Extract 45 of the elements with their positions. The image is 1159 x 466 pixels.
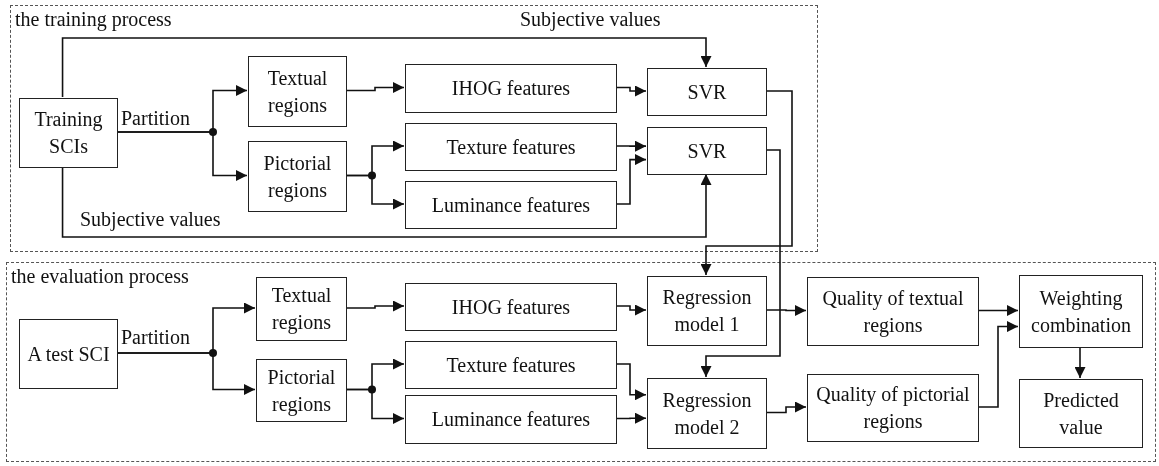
connector-arrow (977, 321, 1019, 408)
connector-arrow (700, 149, 781, 378)
connector-arrow (765, 305, 807, 316)
connector-arrow (700, 90, 793, 276)
connector-arrow (615, 85, 647, 97)
region-title: the evaluation process (11, 265, 189, 288)
process-box: Textual regions (248, 56, 347, 127)
connector-arrow (615, 304, 647, 316)
process-box: Regression model 2 (647, 378, 767, 449)
connector-arrow (615, 363, 647, 401)
region-title: the training process (15, 8, 172, 31)
process-box: IHOG features (405, 64, 617, 113)
connector-arrow (116, 131, 248, 181)
process-box: Pictorial regions (248, 141, 347, 212)
connector-arrow (345, 388, 405, 424)
connector-arrow (615, 154, 647, 205)
process-region (10, 5, 818, 252)
connector-arrow (61, 166, 712, 238)
connector-arrow (61, 37, 712, 98)
process-box: A test SCI (19, 319, 118, 389)
connector-arrow (615, 140, 647, 152)
connector-arrow (345, 82, 405, 93)
process-box: Pictorial regions (256, 359, 347, 422)
process-box: Training SCIs (19, 98, 118, 168)
process-box: Textual regions (256, 277, 347, 341)
process-box: IHOG features (405, 283, 617, 331)
process-box: Weighting combination (1019, 275, 1143, 348)
connector-arrow (977, 305, 1019, 316)
process-box: Texture features (405, 341, 617, 389)
connector-arrow (116, 352, 256, 395)
process-box: Quality of pictorial regions (807, 374, 979, 442)
connector-arrow (345, 300, 405, 312)
process-box: SVR (647, 127, 767, 175)
connector-arrow (765, 401, 807, 414)
connector-arrow (615, 412, 647, 424)
process-region (6, 262, 1156, 462)
process-box: Regression model 1 (647, 276, 767, 346)
process-box: Luminance features (405, 395, 617, 444)
connector-arrow (345, 174, 405, 210)
process-box: Predicted value (1019, 379, 1143, 448)
process-box: SVR (647, 68, 767, 116)
connector-arrow (1074, 346, 1086, 379)
process-box: Luminance features (405, 181, 617, 229)
process-box: Texture features (405, 123, 617, 171)
process-box: Quality of textual regions (807, 277, 979, 346)
